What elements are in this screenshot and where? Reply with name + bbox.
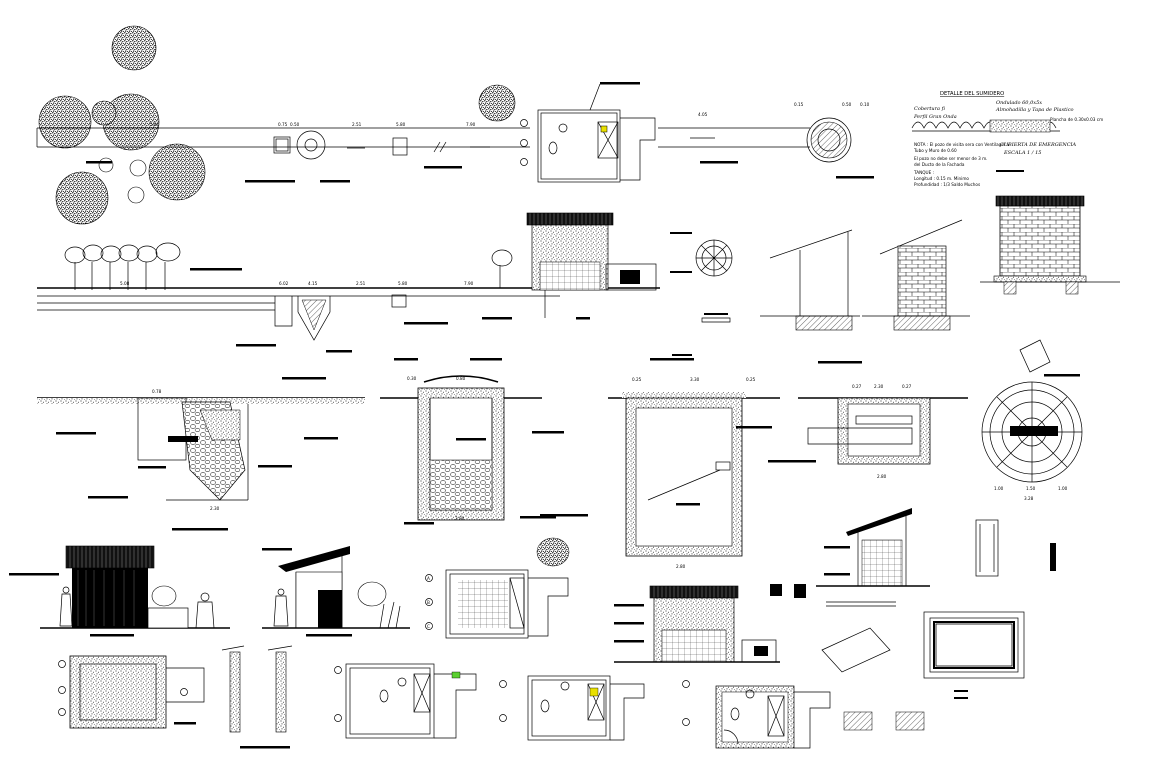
detail-label: Almohadilla y Tapa de Plastico: [995, 107, 1074, 113]
foundation-plan-right: [843, 611, 1025, 731]
big-tank-dim: 0.25: [632, 377, 642, 382]
section-dim: 7.90: [464, 281, 474, 286]
plan-dim: 4.05: [698, 112, 708, 117]
building-elevation-center: [614, 585, 780, 663]
tree-cluster-top: [38, 25, 516, 225]
detail-label: Cobertura fi: [914, 106, 946, 112]
detail-subtitle: CUBIERTA DE EMERGENCIA: [1000, 142, 1077, 148]
tank-dim: 0.80: [456, 376, 466, 381]
section-dim: 2.51: [356, 281, 366, 286]
side-elevation: [262, 546, 410, 637]
small-tank-dim: 2.80: [877, 474, 887, 479]
pit-dim: 0.78: [152, 389, 162, 394]
lid-detail: [670, 232, 733, 323]
plan-dim: 0.15: [794, 102, 804, 107]
plan-dim: 5.80: [396, 122, 406, 127]
longitudinal-section: 5.08 6.02 4.15 2.51 5.80 7.90: [37, 212, 660, 353]
grid-marker: C: [427, 624, 430, 629]
plan-dim: 0.75: [278, 122, 288, 127]
slab-plan: [58, 655, 205, 729]
section-dim: 6.02: [279, 281, 289, 286]
wall-sections: [221, 645, 293, 749]
small-tank-dim: 0.27: [852, 384, 862, 389]
detail-note: TANQUE :: [913, 170, 934, 175]
bathroom-plans: [334, 663, 831, 749]
detail-note: NOTA : El pozo de visita sera con Ventil…: [914, 142, 1009, 147]
large-tank-section: 0.25 3.30 0.25 2.80: [608, 358, 816, 569]
grid-marker: B: [427, 600, 430, 605]
small-tank-dim: 2.30: [874, 384, 884, 389]
filter-section: 0.78 2.30: [37, 377, 365, 531]
circle-dim: 1.00: [994, 486, 1004, 491]
circle-dim: 3.28: [1024, 496, 1034, 501]
sump-detail: DETALLE DEL SUMIDERO Cobertura fi Perfil…: [911, 91, 1103, 187]
detail-note: Profundidad : 1/3 Saldo Muchos: [914, 182, 980, 187]
detail-label: Perfil Gran Onda: [913, 114, 957, 120]
plan-dim: 5.80: [150, 122, 160, 127]
pit-dim: 2.30: [210, 506, 220, 511]
circle-dim: 1.00: [1058, 486, 1068, 491]
detail-title: DETALLE DEL SUMIDERO: [940, 91, 1004, 97]
plan-dim: 0.50: [290, 122, 300, 127]
plan-pipe-line: 5.80 0.75 0.50 2.51 5.80 7.90 4.05 0.15 …: [36, 82, 874, 183]
tank-dim: 0.30: [407, 376, 417, 381]
plan-dim: 7.90: [466, 122, 476, 127]
shed-elevation-right: [770, 508, 1056, 673]
big-tank-dim: 3.30: [690, 377, 700, 382]
plan-dim: 0.50: [842, 102, 852, 107]
grid-marker: A: [427, 576, 430, 581]
detail-label: Ondulado 60,0x5x: [996, 100, 1042, 106]
detail-note: El pozo no debe ser menor de 3 m.: [914, 156, 988, 161]
tree-row: [64, 242, 513, 290]
misc-callouts: [540, 170, 1024, 576]
detail-note: Longitud : 0.15 m. Minimo: [914, 176, 969, 181]
section-dim: 5.08: [120, 281, 130, 286]
detail-label: Plancha de 0.30x0.03 cm: [1050, 117, 1103, 122]
detail-note: del Ducto de la Fachada: [914, 162, 965, 167]
stone-pit-section: 0.30 0.80 2.80: [380, 358, 564, 525]
small-tank-dim: 0.27: [902, 384, 912, 389]
section-dim: 5.80: [398, 281, 408, 286]
plan-dim: 2.51: [352, 122, 362, 127]
shed-sections: [760, 195, 1120, 331]
tank-dim: 2.80: [455, 516, 465, 521]
big-tank-dim: 2.80: [676, 564, 686, 569]
circle-dim: 1.50: [1026, 486, 1036, 491]
big-tank-dim: 0.25: [746, 377, 756, 382]
detail-note: Tubo y Muro de 0.60: [913, 148, 957, 153]
detail-scale: ESCALA 1 / 15: [1003, 150, 1041, 156]
floor-plan-mid: A B C: [425, 537, 570, 639]
small-tank-section: 0.27 2.30 0.27 2.80: [798, 361, 968, 479]
section-dim: 4.15: [308, 281, 318, 286]
front-elevation: [9, 545, 230, 637]
plan-dim: 0.10: [860, 102, 870, 107]
circular-tank-plan: 1.00 1.50 1.00 3.28: [981, 339, 1083, 501]
